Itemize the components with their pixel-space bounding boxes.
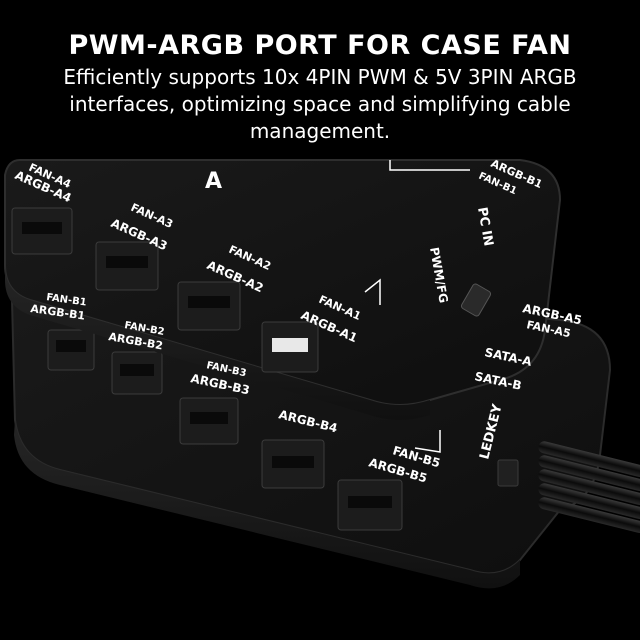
label-pc-in: PC IN xyxy=(474,206,496,247)
ledkey-connector xyxy=(497,459,519,487)
group-label-a: A xyxy=(205,169,222,194)
description: Efficiently supports 10x 4PIN PWM & 5V 3… xyxy=(63,65,577,143)
connector-a4 xyxy=(11,207,73,255)
connector-b1 xyxy=(47,329,95,371)
connector-a3 xyxy=(95,241,159,291)
headline: PWM-ARGB PORT FOR CASE FAN xyxy=(68,30,572,61)
connector-b3 xyxy=(179,397,239,445)
fan-hub-photo: A FAN-A4 ARGB-A4 FAN-A3 ARGB-A3 FAN-A2 A… xyxy=(4,157,640,589)
top-board xyxy=(4,159,562,420)
connector-b2 xyxy=(111,351,163,395)
pc-in-port xyxy=(460,283,492,317)
bottom-connectors xyxy=(47,329,403,531)
cable-bundle xyxy=(538,441,640,533)
connector-a1 xyxy=(261,321,319,373)
connector-b5 xyxy=(337,479,403,531)
connector-a2 xyxy=(177,281,241,331)
top-connectors xyxy=(11,207,319,373)
connector-b4 xyxy=(261,439,325,489)
